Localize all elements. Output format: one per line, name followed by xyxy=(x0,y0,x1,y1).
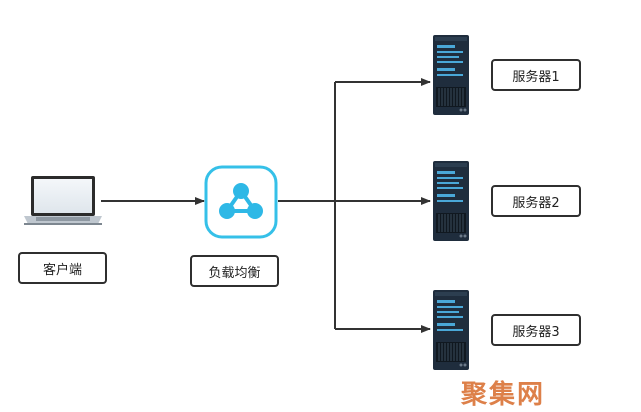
client-label: 客户端 xyxy=(18,252,107,284)
load-balancer-label-text: 负载均衡 xyxy=(208,265,261,281)
lb-to-servers-connectors xyxy=(278,82,336,329)
laptop-icon xyxy=(24,176,102,225)
server-2-label: 服务器2 xyxy=(491,185,581,217)
watermark-logo: 聚集网 xyxy=(461,380,546,410)
load-balancer-icon xyxy=(204,165,278,239)
server-icon xyxy=(433,290,469,370)
server-icon xyxy=(433,35,469,115)
server-1-label-text: 服务器1 xyxy=(512,69,560,85)
server-3-label: 服务器3 xyxy=(491,314,581,346)
server-1-label: 服务器1 xyxy=(491,59,581,91)
client-label-text: 客户端 xyxy=(42,262,82,278)
server-3-label-text: 服务器3 xyxy=(512,324,560,340)
server-2-label-text: 服务器2 xyxy=(512,195,560,211)
load-balancer-label: 负载均衡 xyxy=(190,255,279,287)
server-icon xyxy=(433,161,469,241)
